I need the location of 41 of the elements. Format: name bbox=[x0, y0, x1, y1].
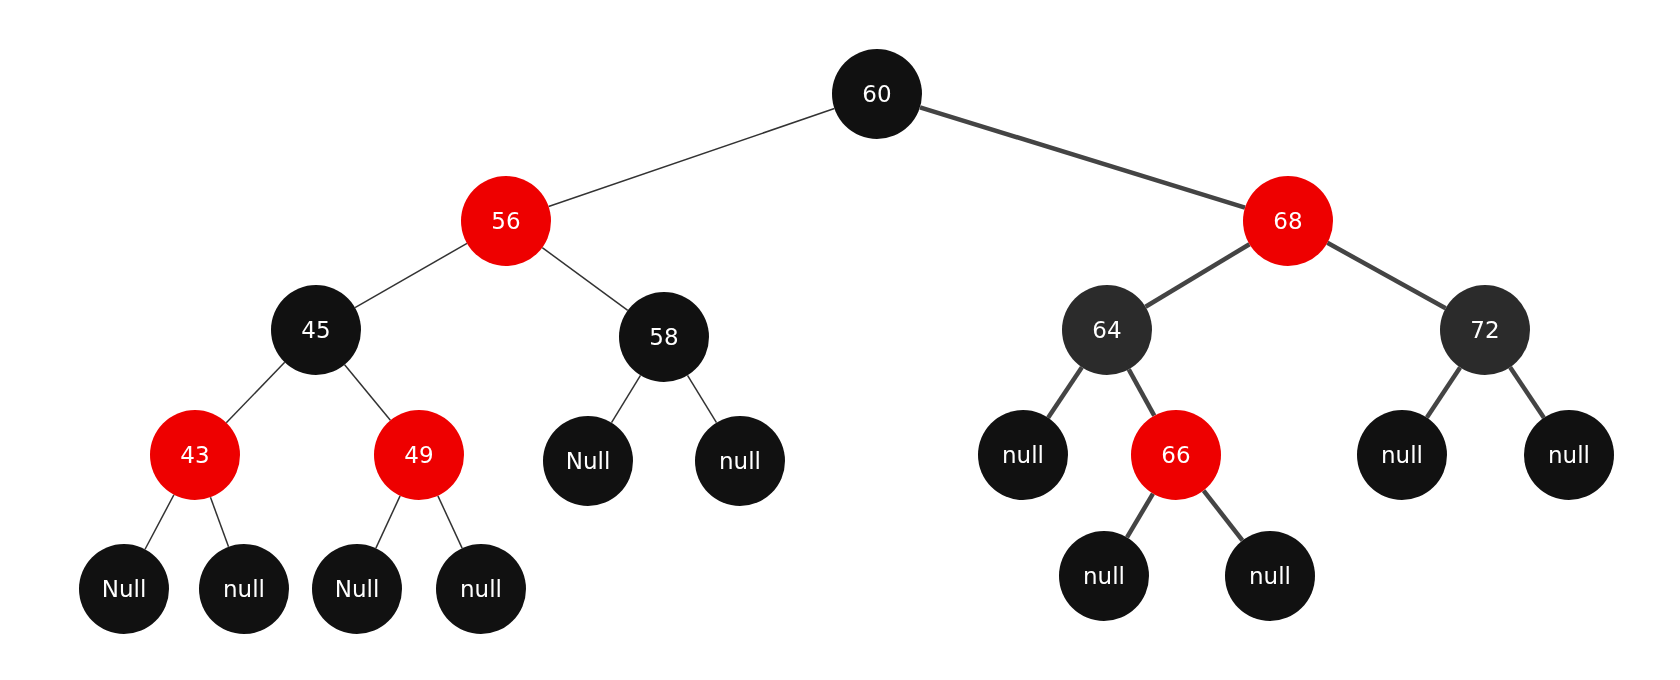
node-key: null bbox=[1249, 563, 1291, 589]
node-key: 45 bbox=[301, 317, 331, 343]
node-key: 68 bbox=[1273, 208, 1303, 234]
tree-edge bbox=[919, 105, 1246, 210]
node-key: 56 bbox=[491, 208, 521, 234]
node-key: null bbox=[460, 576, 502, 602]
tree-edge bbox=[1125, 492, 1155, 539]
node-key: null bbox=[1002, 442, 1044, 468]
node-key: 72 bbox=[1470, 317, 1500, 343]
node-key: Null bbox=[334, 576, 380, 602]
node-key: 66 bbox=[1161, 442, 1191, 468]
tree-edge bbox=[375, 495, 401, 549]
tree-edge bbox=[1126, 368, 1157, 417]
tree-edge bbox=[1046, 366, 1084, 419]
node-key: Null bbox=[101, 576, 147, 602]
node-key: null bbox=[719, 448, 761, 474]
tree-edge bbox=[1508, 366, 1546, 419]
tree-edge bbox=[354, 242, 468, 309]
node-key: 58 bbox=[649, 324, 679, 350]
node-key: 43 bbox=[180, 442, 210, 468]
node-key: null bbox=[1083, 563, 1125, 589]
tree-edge bbox=[1425, 366, 1462, 419]
tree-edge bbox=[541, 246, 629, 312]
node-key: 60 bbox=[862, 81, 892, 107]
tree-edge bbox=[144, 494, 175, 550]
node-key: null bbox=[223, 576, 265, 602]
tree-edge bbox=[437, 495, 463, 549]
node-key: null bbox=[1381, 442, 1423, 468]
tree-edge bbox=[686, 374, 718, 424]
tree-edge bbox=[547, 107, 836, 208]
tree-edge bbox=[343, 364, 392, 421]
tree-edge bbox=[1201, 489, 1245, 542]
tree-edge bbox=[209, 496, 230, 548]
node-key: Null bbox=[565, 448, 611, 474]
tree-edge bbox=[225, 361, 286, 424]
node-key: 49 bbox=[404, 442, 434, 468]
node-key: null bbox=[1548, 442, 1590, 468]
tree-edge bbox=[1144, 242, 1251, 309]
tree-edge bbox=[610, 374, 642, 424]
node-key: 64 bbox=[1092, 317, 1122, 343]
tree-edge bbox=[1326, 240, 1447, 311]
